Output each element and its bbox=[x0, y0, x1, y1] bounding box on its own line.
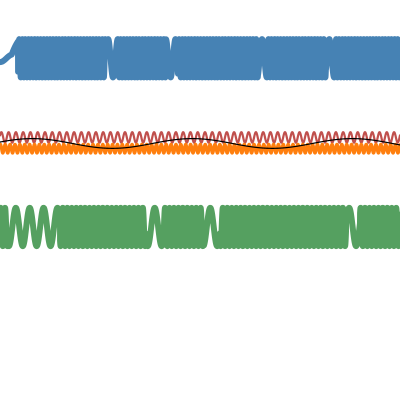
series-line-4 bbox=[0, 138, 400, 149]
series-line-3 bbox=[0, 142, 400, 155]
series-line-5 bbox=[0, 204, 400, 250]
plot-area bbox=[0, 36, 400, 250]
series-line-1 bbox=[0, 36, 400, 81]
